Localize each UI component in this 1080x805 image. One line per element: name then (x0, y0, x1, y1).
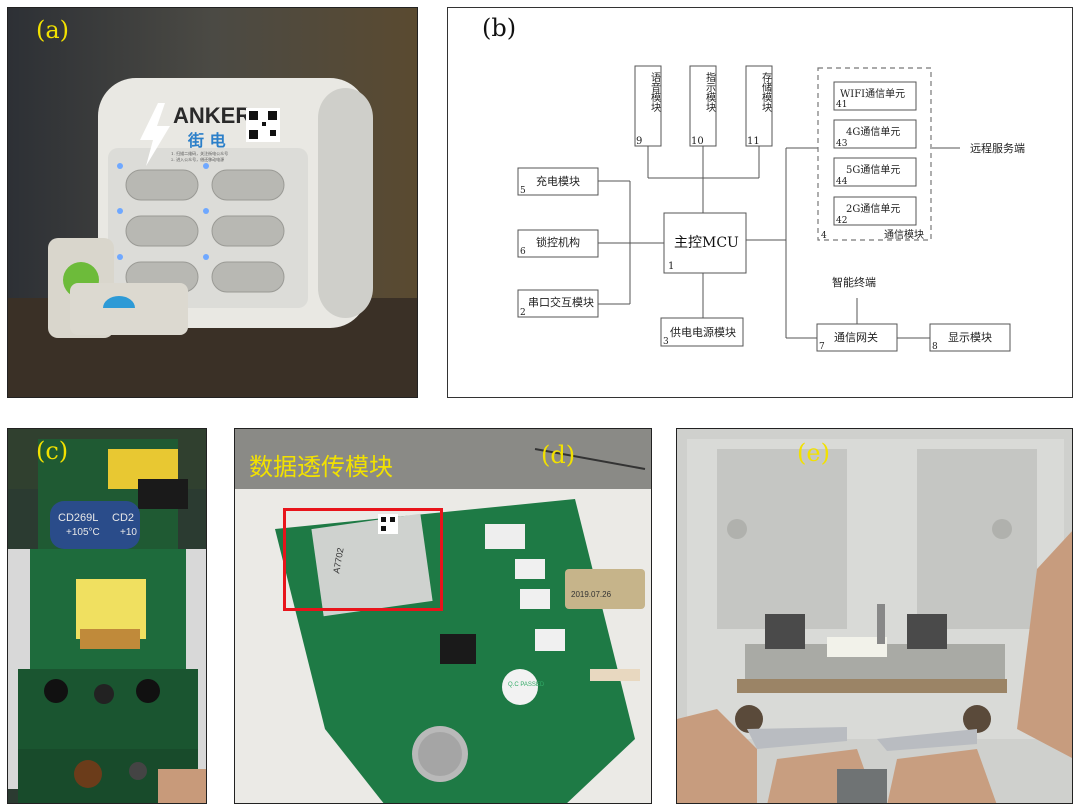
brand-text: ANKER (173, 103, 251, 128)
5g-unit-label: 5G通信单元 (846, 164, 900, 176)
panel-label-a: (a) (36, 16, 70, 44)
panel-label-b: (b) (482, 14, 517, 42)
module-annotation: 数据透传模块 (249, 453, 393, 481)
panel-label-d: (d) (541, 441, 576, 469)
power-module-label: 供电电源模块 (670, 325, 736, 339)
voice-module-num: 9 (636, 136, 642, 147)
comm-module-label: 通信模块 (884, 229, 924, 241)
storage-module-label: 存储模块 (760, 71, 772, 113)
serial-module-num: 2 (520, 308, 526, 318)
mcu-label: 主控MCU (674, 235, 739, 251)
power-bank-blue (70, 283, 188, 335)
4g-unit-label: 4G通信单元 (846, 126, 900, 138)
hand-right (1017, 531, 1072, 758)
capacitor-text-1: CD269L (58, 512, 98, 524)
photo-panel-e: (e) (676, 428, 1073, 804)
indicator-module-num: 10 (691, 136, 704, 147)
photo-panel-d: A7702 2019.07.26 Q.C PASSED 数据透传模块 (d) (234, 428, 652, 804)
2g-unit-num: 42 (836, 216, 847, 226)
serial-module-label: 串口交互模块 (528, 295, 594, 309)
4g-unit-num: 43 (836, 139, 848, 149)
qc-sticker-text: Q.C PASSED (508, 682, 545, 688)
spring-icon (737, 679, 1007, 693)
comm-module-num: 4 (821, 231, 827, 241)
capacitor-text-3: CD2 (112, 512, 134, 524)
lock-mechanism-label: 锁控机构 (536, 235, 580, 249)
capacitor-icon (50, 501, 140, 549)
gateway-label: 通信网关 (834, 330, 878, 344)
gateway-num: 7 (819, 342, 825, 352)
photo-panel-c: CD269L CD2 +105°C +10 (c) (7, 428, 207, 804)
indicator-module-label: 指示模块 (704, 71, 716, 113)
highlight-box (283, 508, 443, 611)
qr-instruction-1: 1. 扫描二维码，关注街电公众号 (171, 150, 228, 156)
system-block-diagram: 语音模块 9 指示模块 10 存储模块 11 主控MCU 1 充电模块 5 锁控… (517, 65, 1025, 352)
panel-label-c: (c) (36, 437, 69, 465)
brand-cn-text: 街 电 (187, 131, 226, 150)
wifi-unit-label: WIFI通信单元 (840, 88, 905, 100)
lock-mechanism-photo (677, 429, 1072, 803)
remote-server-label: 远程服务端 (970, 142, 1025, 155)
charging-station-photo: ANKER 街 电 1. 扫描二维码，关注街电公众号 2. 进入公众号，借还移动… (8, 8, 417, 397)
battery-pack (565, 569, 645, 609)
chip-text: A7702 (331, 547, 345, 574)
qr-instruction-2: 2. 进入公众号，借还移动电源 (171, 156, 224, 162)
pcb-photo: A7702 2019.07.26 Q.C PASSED (235, 429, 651, 803)
hand-left (677, 709, 757, 803)
capacitor-text-4: +10 (120, 527, 137, 538)
voice-module-label: 语音模块 (649, 72, 661, 113)
photo-panel-a: ANKER 街 电 1. 扫描二维码，关注街电公众号 2. 进入公众号，借还移动… (7, 7, 418, 398)
display-module-label: 显示模块 (948, 331, 992, 344)
capacitor-text-2: +105°C (66, 527, 100, 538)
mcu-num: 1 (668, 261, 674, 272)
charging-module-num: 5 (520, 186, 526, 196)
mcu-chip (440, 634, 476, 664)
2g-unit-label: 2G通信单元 (846, 203, 900, 215)
storage-module-num: 11 (747, 136, 760, 147)
wifi-unit-num: 41 (836, 100, 847, 110)
qc-sticker (502, 669, 538, 705)
lightning-logo-icon (140, 103, 170, 166)
panel-label-e: (e) (797, 439, 830, 467)
display-module-num: 8 (932, 342, 938, 352)
charging-module-label: 充电模块 (536, 174, 580, 188)
block-diagram-panel-b: (b) (447, 7, 1073, 398)
data-transfer-module-chip (311, 513, 433, 617)
comm-module-group (817, 67, 932, 241)
power-module-num: 3 (663, 337, 669, 347)
power-supply-board-photo: CD269L CD2 +105°C +10 (8, 429, 206, 803)
battery-text: 2019.07.26 (571, 590, 612, 599)
5g-unit-num: 44 (836, 177, 848, 187)
smart-terminal-label: 智能终端 (832, 275, 876, 289)
lock-mechanism-num: 6 (520, 247, 526, 257)
